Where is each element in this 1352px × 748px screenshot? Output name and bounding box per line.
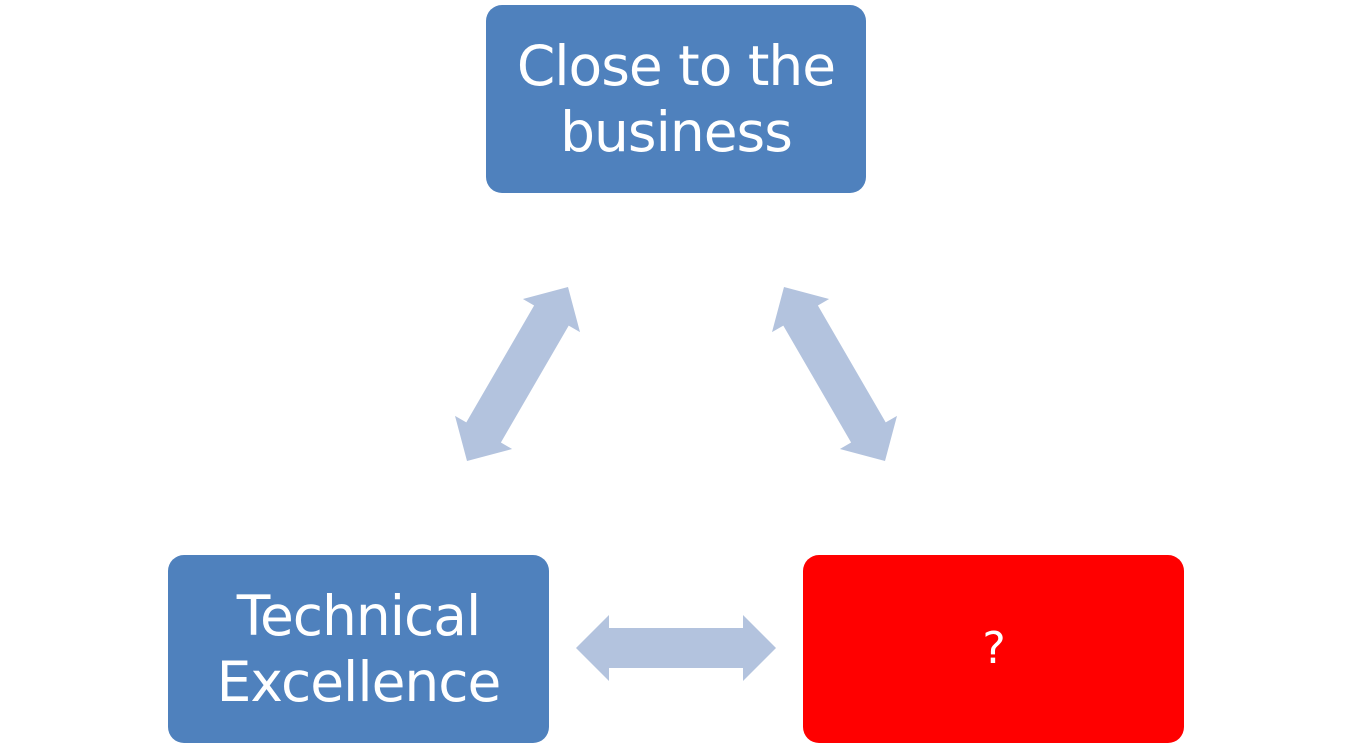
arrow-technical-to-business (455, 287, 580, 461)
node-label-line: ? (982, 623, 1005, 674)
node-label-line: Technical (236, 584, 482, 648)
node-label-line: Excellence (216, 650, 502, 714)
arrow-business-to-unknown (772, 287, 897, 461)
arrow-technical-to-unknown (576, 615, 776, 681)
node-label-line: business (560, 100, 793, 164)
node-label-line: Close to the (516, 34, 836, 98)
node-unknown: ? (803, 555, 1184, 743)
node-technical-excellence: Technical Excellence (168, 555, 549, 743)
node-close-to-business: Close to the business (486, 5, 866, 193)
